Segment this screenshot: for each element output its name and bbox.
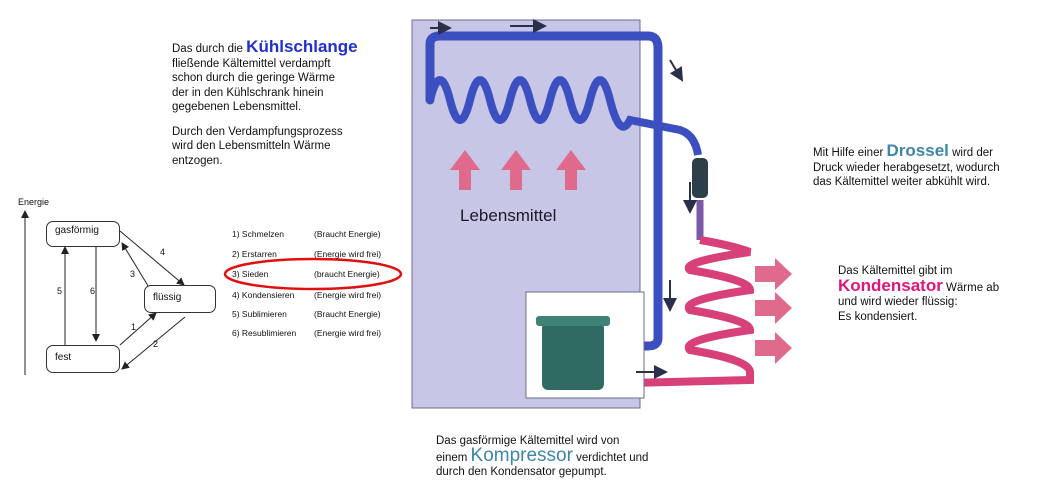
heat-up-arrow bbox=[556, 150, 586, 190]
phase-diagram-arrows bbox=[21, 210, 186, 375]
sieden-highlight-ellipse bbox=[223, 257, 403, 291]
evaporator-para2-line: wird den Lebensmitteln Wärme bbox=[172, 140, 331, 152]
compressor-pre: einem bbox=[436, 451, 468, 464]
evaporator-keyword: Kühlschlange bbox=[246, 37, 358, 56]
heat-out-arrow bbox=[755, 258, 792, 290]
compressor-line1: Das gasförmige Kältemittel wird von bbox=[436, 435, 620, 447]
state-gas-label: gasförmig bbox=[55, 225, 99, 236]
heat-up-arrow bbox=[501, 150, 531, 190]
heat-up-arrow bbox=[450, 150, 480, 190]
process-note: (Energie wird frei) bbox=[314, 328, 382, 338]
throttle-pre: Mit Hilfe einer bbox=[813, 147, 884, 159]
evaporator-text: Das durch die Kühlschlange fließende Käl… bbox=[172, 37, 402, 168]
evaporator-para2-line: entzogen. bbox=[172, 154, 223, 167]
process-note: (Braucht Energie) bbox=[314, 229, 381, 239]
throttle-post: wird der bbox=[952, 147, 993, 159]
phase-diagram: Energie gasförmig flüssig fest 4 3 5 6 1… bbox=[0, 195, 230, 385]
arrow-melting bbox=[119, 312, 157, 346]
compressor-top bbox=[536, 316, 610, 326]
process-note: (braucht Energie) bbox=[314, 269, 380, 279]
throttle-valve bbox=[692, 158, 708, 198]
process-note: (Braucht Energie) bbox=[314, 309, 381, 319]
evaporator-coil bbox=[426, 76, 702, 156]
blue-pipe bbox=[425, 31, 663, 351]
process-note: (Energie wird frei) bbox=[314, 290, 382, 300]
evaporator-line: schon durch die geringe Wärme bbox=[172, 72, 335, 84]
compressor-line3: durch den Kondensator gepumpt. bbox=[436, 466, 607, 478]
heat-out-arrow bbox=[755, 292, 792, 324]
evaporator-line: fließende Kältemittel verdampft bbox=[172, 57, 331, 70]
process-name: 1) Schmelzen bbox=[232, 229, 284, 239]
process-note: (Energie wird frei) bbox=[314, 249, 382, 259]
state-solid-label: fest bbox=[55, 352, 72, 363]
flow-arrow bbox=[669, 59, 684, 82]
throttle-line: das Kältemittel weiter abkühlt wird. bbox=[813, 176, 991, 188]
process-name: 4) Kondensieren bbox=[232, 290, 295, 300]
compressor bbox=[542, 322, 604, 390]
state-gas-box: gasförmig bbox=[46, 221, 120, 247]
fridge-food-label: Lebensmittel bbox=[460, 206, 557, 225]
state-solid-box: fest bbox=[46, 345, 120, 373]
evaporator-para2-line: Durch den Verdampfungsprozess bbox=[172, 125, 343, 138]
state-liquid-box: flüssig bbox=[144, 285, 216, 313]
process-name: 5) Sublimieren bbox=[232, 309, 287, 319]
arrow-solidifying bbox=[121, 316, 186, 370]
throttle-line: Druck wieder herabgesetzt, wodurch bbox=[813, 161, 1000, 174]
arrow-boiling bbox=[121, 242, 151, 290]
arrow-number-4: 4 bbox=[160, 247, 166, 257]
evaporator-text-pre: Das durch die bbox=[172, 43, 243, 55]
arrow-number-6: 6 bbox=[90, 286, 96, 296]
arrow-condensing bbox=[119, 230, 185, 286]
condenser-line: Es kondensiert. bbox=[838, 310, 918, 323]
condenser-keyword: Kondensator bbox=[838, 275, 943, 295]
condenser-line: und wird wieder flüssig: bbox=[838, 296, 958, 308]
process-name: 3) Sieden bbox=[232, 269, 269, 279]
arrow-number-5: 5 bbox=[57, 286, 63, 296]
state-liquid-label: flüssig bbox=[153, 292, 182, 303]
fridge-illustration bbox=[411, 19, 792, 409]
compressor-post: verdichtet und bbox=[576, 451, 649, 464]
heat-out-arrow bbox=[755, 332, 792, 364]
process-name: 6) Resublimieren bbox=[232, 328, 297, 338]
arrow-number-2: 2 bbox=[153, 339, 159, 349]
throttle-keyword: Drossel bbox=[886, 141, 949, 160]
process-name: 2) Erstarren bbox=[232, 249, 277, 259]
condenser-coil bbox=[589, 236, 755, 388]
arrow-number-3: 3 bbox=[130, 269, 136, 279]
compressor-text: Das gasförmige Kältemittel wird von eine… bbox=[436, 434, 696, 480]
compressor-keyword: Kompressor bbox=[470, 444, 573, 466]
condenser-post: Wärme ab bbox=[946, 281, 1000, 294]
condenser-line1: Das Kältemittel gibt im bbox=[838, 265, 953, 277]
condenser-text: Das Kältemittel gibt im Kondensator Wärm… bbox=[838, 264, 1038, 324]
energy-axis-label: Energie bbox=[18, 197, 50, 207]
evaporator-line: gegebenen Lebensmittel. bbox=[172, 101, 302, 113]
arrow-number-1: 1 bbox=[131, 322, 137, 332]
evaporator-line: der in den Kühlschrank hinein bbox=[172, 86, 324, 99]
throttle-text: Mit Hilfe einer Drossel wird der Druck w… bbox=[813, 141, 1038, 190]
